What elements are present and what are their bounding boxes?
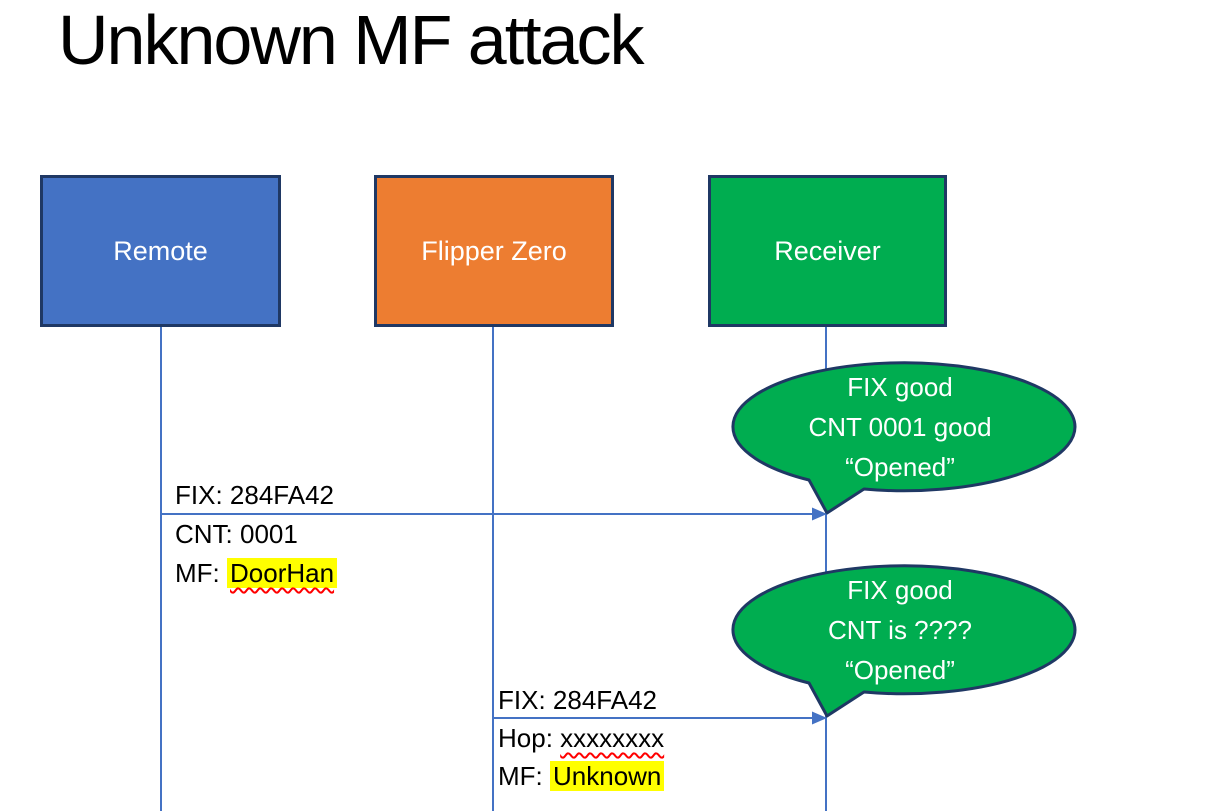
message-2-arrowhead-icon [812,711,827,725]
slide-title: Unknown MF attack [58,1,645,79]
callout-1-line-3: “Opened” [845,452,955,482]
actor-box-remote: Remote [40,175,281,327]
lifeline-receiver [825,327,827,811]
message-1-mf-line: MF: DoorHan [175,554,338,593]
actor-box-receiver: Receiver [708,175,947,327]
actor-box-flipper-zero: Flipper Zero [374,175,614,327]
message-1-cnt-line: CNT: 0001 [175,519,298,549]
message-2-mf-prefix: MF: [498,761,550,791]
message-2-hop-line: Hop: xxxxxxxx [498,719,664,757]
message-1-mf-prefix: MF: [175,558,227,588]
message-2-mf-value: Unknown [550,761,665,791]
callout-1-line-1: FIX good [847,372,953,402]
actor-label-receiver: Receiver [774,235,881,266]
actor-label-flipper-zero: Flipper Zero [421,235,567,266]
lifeline-remote [160,327,162,811]
message-1-fix-line: FIX: 284FA42 [175,480,334,510]
message-1-arrowhead-icon [812,507,827,521]
message-2-mf-line: MF: Unknown [498,757,665,795]
message-2-labels: FIX: 284FA42 Hop: xxxxxxxx MF: Unknown [498,681,665,795]
message-1-labels: FIX: 284FA42 CNT: 0001 MF: DoorHan [175,476,338,593]
callout-1-text: FIX good CNT 0001 good “Opened” [729,367,1071,487]
message-2-hop-value: xxxxxxxx [560,723,665,753]
callout-2-text: FIX good CNT is ???? “Opened” [729,570,1071,690]
callout-2-line-1: FIX good [847,575,953,605]
message-1-mf-value: DoorHan [227,558,338,588]
callout-2-line-2: CNT is ???? [827,615,973,645]
message-2-fix-line: FIX: 284FA42 [498,685,657,715]
actor-label-remote: Remote [113,235,208,266]
lifeline-flipper-zero [492,327,494,811]
message-2-hop-prefix: Hop: [498,723,561,753]
callout-1-bubble [731,361,1077,515]
callout-1-line-2: CNT 0001 good [808,412,992,442]
callout-2-line-3: “Opened” [845,655,955,685]
callout-2-bubble [731,564,1077,718]
